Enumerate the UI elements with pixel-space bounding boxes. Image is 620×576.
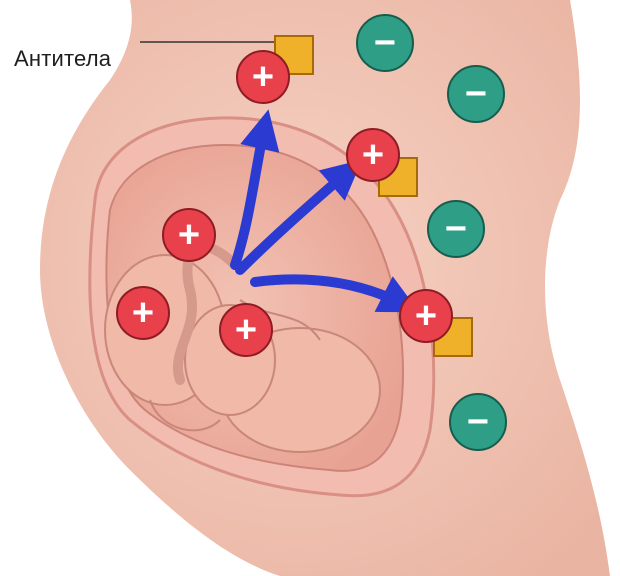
plus-symbol: + <box>252 56 274 98</box>
arrow-to-middle <box>235 159 363 275</box>
negative-cell <box>449 393 507 451</box>
positive-cells <box>116 50 453 357</box>
positive-cell <box>162 208 216 262</box>
positive-cell <box>346 128 400 182</box>
plus-symbol: + <box>415 295 437 337</box>
plus-symbol: + <box>235 309 257 351</box>
positive-cell <box>236 50 290 104</box>
minus-symbol: − <box>374 22 396 64</box>
plus-symbol: + <box>132 292 154 334</box>
positive-cell <box>399 289 453 343</box>
positive-cell <box>116 286 170 340</box>
minus-symbol: − <box>445 208 467 250</box>
plus-symbol: + <box>362 134 384 176</box>
positive-cell <box>219 303 273 357</box>
negative-cells <box>356 14 507 451</box>
negative-cell <box>356 14 414 72</box>
arrow-to-top <box>230 109 280 270</box>
arrows <box>230 109 420 313</box>
negative-cell <box>447 65 505 123</box>
minus-symbol: − <box>465 73 487 115</box>
arrow-to-lower <box>250 274 420 313</box>
plus-symbol: + <box>178 214 200 256</box>
minus-symbol: − <box>467 401 489 443</box>
antibodies-label: Антитела <box>14 46 112 71</box>
negative-cell <box>427 200 485 258</box>
